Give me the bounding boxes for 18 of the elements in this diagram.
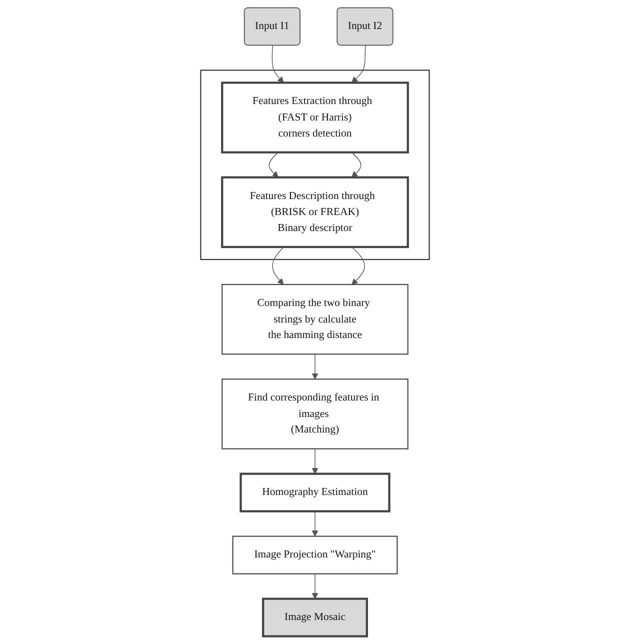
node-box: Features Extraction through (FAST or Harris) corners detection bbox=[221, 82, 409, 154]
arrow bbox=[312, 448, 318, 474]
node-box: Find corresponding features in images (Matching) bbox=[222, 378, 408, 450]
node-box: Features Description through (BRISK or FREAK) Binary descriptor bbox=[221, 176, 409, 248]
arrow bbox=[352, 45, 366, 83]
arrow bbox=[268, 152, 279, 178]
node-box: Image Mosaic bbox=[262, 598, 368, 638]
arrow bbox=[351, 246, 365, 285]
arrow bbox=[312, 510, 318, 537]
arrow bbox=[312, 354, 318, 380]
node-box: Homography Estimation bbox=[240, 472, 390, 512]
node-box: Image Projection "Warping" bbox=[232, 536, 398, 574]
arrow bbox=[272, 246, 284, 285]
arrow bbox=[351, 152, 362, 178]
arrow bbox=[272, 45, 284, 83]
cluster bbox=[200, 70, 430, 260]
node-box: Comparing the two binary strings by calculate the hamming distance bbox=[222, 284, 408, 355]
arrow bbox=[312, 573, 318, 600]
